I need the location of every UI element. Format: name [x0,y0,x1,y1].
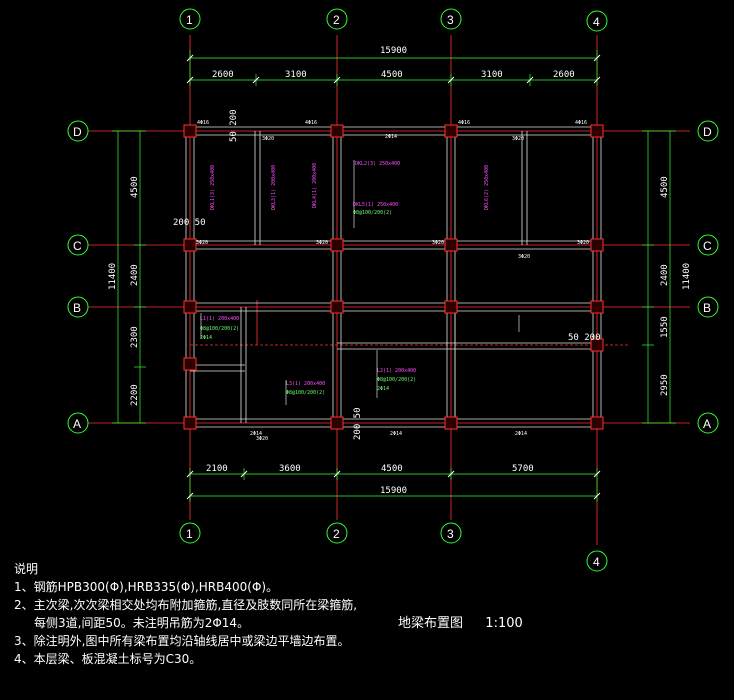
dim-top-span-1: 2600 [212,70,234,80]
beam-label: 3Φ20 [262,136,274,142]
beam-label: 2Φ14 [515,431,527,437]
beam-label-magenta: DKL6(2) 250x400 [484,165,490,210]
offset-label-d: 200 50 [353,407,363,440]
columns [183,124,604,430]
beam-label: 3Φ20 [256,436,268,442]
dim-top-total: 15900 [380,46,407,56]
beam-label: 3Φ20 [316,240,328,246]
dim-top-span-5: 2600 [553,70,575,80]
beam-label-magenta: L3(1) 200x400 [286,381,325,387]
dim-right-total: 11400 [682,263,692,290]
axis-bubble-3-bottom: 3 [447,527,454,541]
axis-bubble-2-top: 2 [333,13,340,27]
beam-label: 3Φ20 [577,240,589,246]
dim-right-span-3: 1550 [660,316,670,338]
dimension-ticks [186,54,601,500]
dim-right-span-2: 2400 [660,264,670,286]
beams [185,126,602,428]
offset-label-a: 50 200 [229,109,239,142]
beam-label: 4Φ16 [305,120,317,126]
dim-bottom-span-4: 5700 [512,464,534,474]
notes-item-3: 3、除注明外,图中所有梁布置均沿轴线居中或梁边平墙边布置。 [14,634,350,648]
axis-bubble-2-bottom: 2 [333,527,340,541]
dim-bottom-span-3: 4500 [381,464,403,474]
leader-lines [200,160,520,405]
beam-label-green: 2Φ14 [200,335,212,341]
beam-label: 3Φ20 [196,240,208,246]
drawing-title-name: 地梁布置图 [398,616,464,631]
axis-bubble-B-left: B [73,301,81,315]
beam-label-magenta: DKL5(1) 250x400 [353,202,398,208]
beam-label: 2Φ14 [390,431,402,437]
dim-left-span-1: 4500 [130,176,140,198]
dim-right-span-4: 2950 [660,374,670,396]
offset-label-b: 200 50 [173,218,206,228]
axis-bubble-A-left: A [73,417,81,431]
drawing-title-scale: 1:100 [485,616,523,631]
drawing-title: 地梁布置图 1:100 [398,612,523,631]
beam-label-magenta: DKL2(3) 250x400 [355,161,400,167]
dim-left-span-2: 2400 [130,264,140,286]
beam-label: 4Φ16 [197,120,209,126]
notes-item-4: 4、本层梁、板混凝土标号为C30。 [14,652,202,666]
dimension-lines [112,50,676,502]
beam-label-magenta: L2(1) 200x400 [377,368,416,374]
beam-label-green: Φ8@100/200(2) [377,377,416,383]
notes-item-2b: 每侧3道,间距50。未注明吊筋为2Φ14。 [34,616,250,630]
dim-left-span-3: 2300 [130,326,140,348]
dim-bottom-span-1: 2100 [206,464,228,474]
dim-top-span-3: 4500 [381,70,403,80]
axis-bubble-3-top: 3 [447,13,454,27]
beam-label-green: Φ8@100/200(2) [286,390,325,396]
offset-label-c: 50 200 [568,333,601,343]
dim-right-span-1: 4500 [660,176,670,198]
beam-label-magenta: DKL1(3) 250x400 [210,165,216,210]
dim-top-span-2: 3100 [285,70,307,80]
beam-label-green: 2Φ14 [377,386,389,392]
notes-item-1: 1、钢筋HPB300(Φ),HRB335(Φ),HRB400(Φ)。 [14,580,279,594]
beam-label: 3Φ20 [432,240,444,246]
axis-bubble-D-left: D [73,125,82,139]
beam-label: 3Φ20 [518,254,530,260]
axis-bubble-B-right: B [703,301,711,315]
axis-bubbles [67,8,719,572]
dim-bottom-total: 15900 [380,486,407,496]
notes-item-2: 2、主次梁,次次梁相交处均布附加箍筋,直径及肢数同所在梁箍筋, [14,598,358,612]
axis-bubble-C-right: C [703,239,712,253]
beam-label: 2Φ14 [250,431,262,437]
beam-label: 4Φ16 [575,120,587,126]
beam-label-magenta: DKL4(1) 200x400 [312,163,318,208]
axis-bubble-D-right: D [703,125,712,139]
dim-left-span-4: 2200 [130,384,140,406]
beam-label-magenta: DKL3(1) 200x400 [271,165,277,210]
beam-label-green: Φ8@100/200(2) [353,210,392,216]
beam-label: 2Φ14 [385,134,397,140]
dim-top-span-4: 3100 [481,70,503,80]
axis-bubble-1-bottom: 1 [186,527,193,541]
beam-label-green: Φ8@100/200(2) [200,326,239,332]
notes-heading: 说明 [14,562,39,576]
beam-label-magenta: L1(1) 200x400 [200,316,239,322]
notes-block: 说明 1、钢筋HPB300(Φ),HRB335(Φ),HRB400(Φ)。 2、… [14,560,394,668]
axis-bubble-4-bottom: 4 [593,555,600,569]
beam-label: 4Φ16 [458,120,470,126]
axis-bubble-4-top: 4 [593,15,600,29]
beam-annotations: 4Φ16 4Φ16 4Φ16 4Φ16 3Φ20 3Φ20 3Φ20 3Φ20 … [196,120,589,442]
axis-bubble-A-right: A [703,417,711,431]
beam-label: 3Φ20 [512,136,524,142]
dim-left-total: 11400 [108,263,118,290]
axis-bubble-1-top: 1 [186,13,193,27]
axis-bubble-C-left: C [73,239,82,253]
dim-bottom-span-2: 3600 [279,464,301,474]
